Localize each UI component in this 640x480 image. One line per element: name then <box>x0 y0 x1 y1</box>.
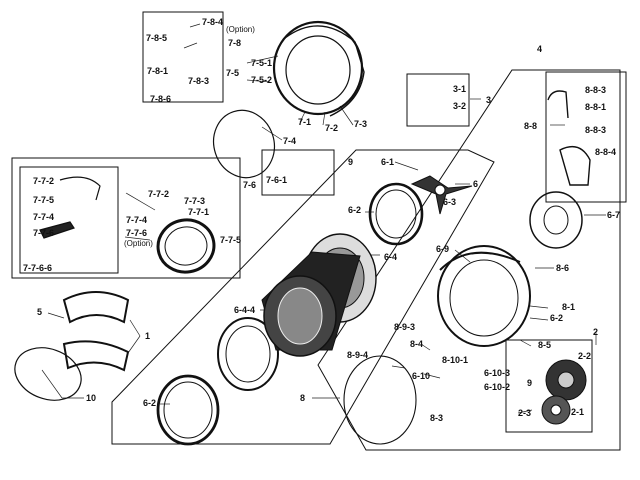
label-2: 2 <box>593 327 599 337</box>
group-boxes <box>11 11 627 451</box>
label-option-top: (Option) <box>226 25 255 34</box>
label-8-8-4: 8-8-4 <box>595 147 617 157</box>
balance-weights-1 <box>62 291 130 372</box>
large-ring-8 <box>343 355 417 445</box>
tub-front-7-5 <box>272 20 365 117</box>
label-9-top: 9 <box>348 157 354 167</box>
label-7-5: 7-5 <box>226 68 240 78</box>
label-8-6: 8-6 <box>556 263 570 273</box>
label-6-3: 6-3 <box>443 197 457 207</box>
label-8-8-3-b: 8-8-3 <box>585 125 607 135</box>
label-7-7-2-a: 7-7-2 <box>33 176 55 186</box>
label-7-7-4-b: 7-7-4 <box>126 215 148 225</box>
label-6-9: 6-9 <box>436 244 450 254</box>
tub-rear-6-9 <box>437 245 531 347</box>
parts-8-8 <box>529 90 591 249</box>
label-7-4: 7-4 <box>283 136 297 146</box>
label-6-2-bottom: 6-2 <box>143 398 157 408</box>
label-7-8-1: 7-8-1 <box>147 66 169 76</box>
label-7-8-3: 7-8-3 <box>188 76 210 86</box>
label-7-8-6: 7-8-6 <box>150 94 172 104</box>
box-8-8 <box>545 71 627 203</box>
tub-front-cover-ring-inner <box>225 325 271 383</box>
leader-lines <box>41 23 606 414</box>
label-3-1: 3-1 <box>453 84 467 94</box>
drum-6-4 <box>261 233 377 357</box>
motor-2 <box>541 359 587 425</box>
label-7-7-2-b: 7-7-2 <box>148 189 170 199</box>
label-7-5-1: 7-5-1 <box>251 58 273 68</box>
rings <box>14 109 424 446</box>
box-6 <box>111 149 495 445</box>
label-6-2-right: 6-2 <box>550 313 564 323</box>
label-8-10-1: 8-10-1 <box>442 355 469 365</box>
label-8-8-1: 8-8-1 <box>585 102 607 112</box>
front-gasket-6-2-top-inner <box>375 189 417 239</box>
label-8-4: 8-4 <box>410 339 424 349</box>
box-7-7-inner <box>19 166 119 274</box>
label-8-8: 8-8 <box>524 121 538 131</box>
label-7-8-4: 7-8-4 <box>202 17 224 27</box>
ring-6-2-bottom-inner <box>163 381 213 439</box>
label-6-10: 6-10 <box>412 371 431 381</box>
label-7-3: 7-3 <box>354 119 368 129</box>
label-7-6: 7-6 <box>243 180 257 190</box>
label-7-5-2: 7-5-2 <box>251 75 273 85</box>
box-3 <box>406 73 470 127</box>
label-option-mid: (Option) <box>124 239 153 248</box>
label-7-7-1: 7-7-1 <box>188 207 210 217</box>
label-3: 3 <box>486 95 492 105</box>
label-8-3: 8-3 <box>430 413 444 423</box>
label-7-7-5-a: 7-7-5 <box>33 195 55 205</box>
label-7-7-5-b: 7-7-5 <box>220 235 242 245</box>
label-6-2-top: 6-2 <box>348 205 362 215</box>
door-glass-ring <box>212 109 276 179</box>
label-7-7-6-b: 7-7-6 <box>126 228 148 238</box>
label-6-4: 6-4 <box>384 252 398 262</box>
label-6: 6 <box>473 179 479 189</box>
label-4: 4 <box>537 44 543 54</box>
label-8-5: 8-5 <box>538 340 552 350</box>
label-7-8: 7-8 <box>228 38 242 48</box>
label-7-7-4-a: 7-7-4 <box>33 212 55 222</box>
label-7-7-3: 7-7-3 <box>184 196 206 206</box>
label-6-10-2: 6-10-2 <box>484 382 511 392</box>
box-7-7-outer <box>11 157 241 279</box>
label-7-2: 7-2 <box>325 123 339 133</box>
label-8-9-4: 8-9-4 <box>347 350 369 360</box>
label-7-1: 7-1 <box>298 117 312 127</box>
label-7-6-1: 7-6-1 <box>266 175 288 185</box>
label-3-2: 3-2 <box>453 101 467 111</box>
label-7-8-5: 7-8-5 <box>146 33 168 43</box>
parts-7-7 <box>39 176 101 239</box>
label-7-7-6-6: 7-7-6-6 <box>23 263 53 273</box>
label-2-3: 2-3 <box>518 408 532 418</box>
tub-front-cover-ring <box>217 317 279 391</box>
label-5: 5 <box>37 307 43 317</box>
label-7-7-6-a: 7-7-6 <box>33 228 55 238</box>
label-2-1: 2-1 <box>571 407 585 417</box>
label-8-8-3-a: 8-8-3 <box>585 85 607 95</box>
label-6-7: 6-7 <box>607 210 621 220</box>
label-10: 10 <box>86 393 97 403</box>
front-gasket-6-2-top <box>368 182 424 246</box>
label-1: 1 <box>145 331 151 341</box>
box-2 <box>505 339 593 433</box>
label-8: 8 <box>300 393 306 403</box>
label-6-4-4: 6-4-4 <box>234 305 256 315</box>
ring-6-2-bottom <box>156 374 220 446</box>
ring-10 <box>14 347 82 401</box>
label-6-10-3: 6-10-3 <box>484 368 511 378</box>
label-9-bottom: 9 <box>527 378 533 388</box>
label-8-1: 8-1 <box>562 302 576 312</box>
door-gasket-7-7-5-inner <box>164 226 208 266</box>
box-7-8 <box>142 11 224 103</box>
door-gasket-7-7-5 <box>156 218 216 274</box>
label-6-1: 6-1 <box>381 157 395 167</box>
label-2-2: 2-2 <box>578 351 592 361</box>
label-8-9-3: 8-9-3 <box>394 322 416 332</box>
spider-6-3 <box>410 175 473 215</box>
